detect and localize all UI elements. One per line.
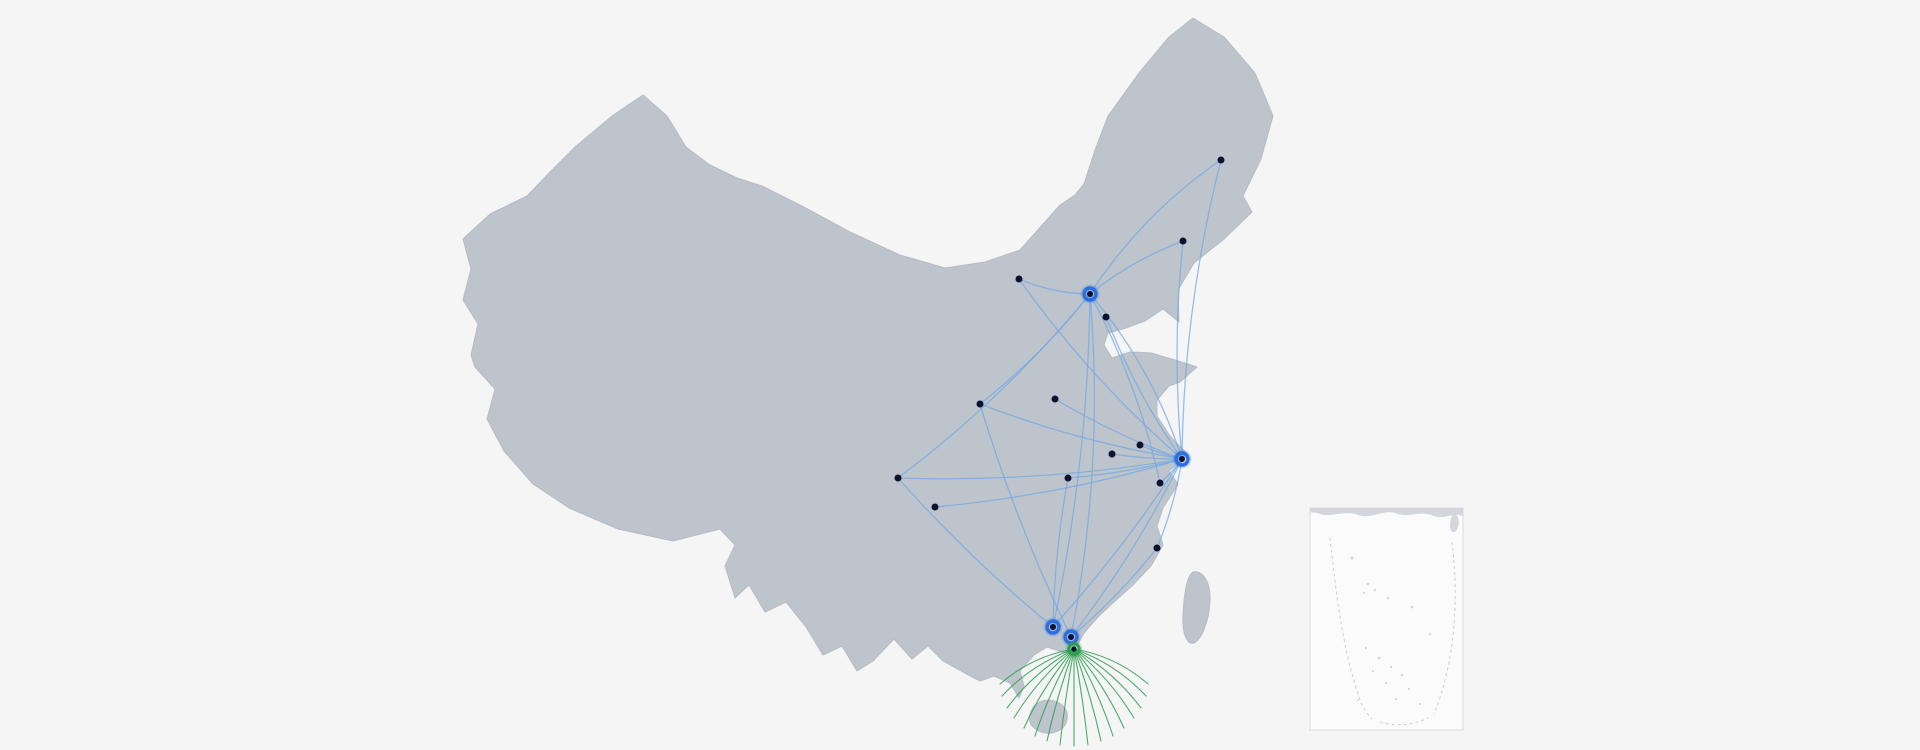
green-route-hongkong-1	[999, 648, 1075, 685]
inset-island-17	[1418, 702, 1422, 706]
inset-coastline-shape	[1310, 508, 1463, 518]
city-node-nanjing[interactable]	[1136, 441, 1144, 449]
taiwan-island-shape	[1182, 571, 1211, 644]
city-node-fuzhou[interactable]	[1153, 544, 1161, 552]
green-route-hongkong-8	[1059, 648, 1075, 746]
green-route-hongkong-13	[1073, 648, 1125, 729]
blue-flight-routes-layer	[897, 159, 1222, 638]
inset-island-3	[1373, 588, 1377, 592]
inset-island-10	[1389, 665, 1393, 669]
flight-route-shanghai-hohhot	[1018, 278, 1183, 460]
green-route-hongkong-12	[1073, 648, 1114, 737]
inset-islands-group	[1329, 537, 1456, 726]
flight-route-shenzhen-fuzhou	[1070, 547, 1158, 638]
inset-island-4	[1362, 591, 1366, 595]
flight-route-beijing-shenzhen	[1070, 293, 1096, 638]
city-node-hangzhou[interactable]	[1156, 479, 1164, 487]
flight-route-shanghai-nanjing	[1139, 444, 1183, 460]
city-node-chengdu[interactable]	[894, 474, 902, 482]
flight-route-shanghai-xian	[979, 403, 1183, 460]
city-node-hefei[interactable]	[1108, 450, 1116, 458]
flight-route-beijing-guangzhou	[1052, 293, 1091, 628]
hub-node-guangzhou[interactable]	[1043, 617, 1063, 637]
inset-island-2	[1366, 582, 1370, 586]
city-nodes-layer	[894, 156, 1225, 658]
inset-island-7	[1428, 632, 1432, 636]
green-flight-routes-layer	[999, 648, 1149, 747]
green-route-hongkong-6	[1034, 648, 1075, 737]
green-route-hongkong-17	[1073, 648, 1149, 685]
hub-node-shanghai[interactable]	[1172, 449, 1192, 469]
flight-route-shanghai-chongqing	[934, 458, 1183, 508]
flight-route-guangzhou-chengdu	[897, 477, 1054, 628]
inset-dashed-boundary-2	[1433, 541, 1456, 715]
south-china-sea-inset	[1309, 507, 1464, 731]
city-node-hohhot[interactable]	[1015, 275, 1023, 283]
flight-route-beijing-harbin	[1089, 159, 1222, 295]
inset-dashed-boundary-1	[1329, 537, 1373, 720]
city-node-tianjin[interactable]	[1102, 313, 1110, 321]
china-mainland-shape	[462, 17, 1274, 699]
city-node-harbin[interactable]	[1217, 156, 1225, 164]
inset-dashed-boundary-3	[1379, 717, 1429, 726]
inset-island-15	[1394, 697, 1398, 701]
flight-route-beijing-shenyang	[1089, 240, 1184, 295]
flight-route-shanghai-guangzhou	[1052, 458, 1183, 628]
green-route-hongkong-16	[1073, 648, 1147, 697]
inset-island-13	[1384, 681, 1388, 685]
inset-island-16	[1357, 699, 1359, 701]
inset-island-11	[1371, 669, 1375, 673]
green-route-hongkong-7	[1046, 648, 1075, 742]
inset-island-9	[1377, 656, 1381, 660]
inset-island-1	[1350, 556, 1354, 560]
inset-island-6	[1410, 605, 1414, 609]
landmass-layer	[462, 17, 1274, 734]
flight-route-shanghai-harbin	[1181, 159, 1222, 460]
inset-island-14	[1407, 687, 1411, 691]
hub-node-shenzhen[interactable]	[1061, 627, 1081, 647]
flight-route-shanghai-wuhan	[1067, 458, 1183, 479]
inset-frame	[1309, 507, 1464, 731]
flight-route-shanghai-tianjin	[1105, 316, 1183, 460]
hub-node-hongkong[interactable]	[1065, 640, 1083, 658]
green-route-hongkong-3	[1006, 648, 1075, 709]
hub-node-beijing[interactable]	[1080, 284, 1100, 304]
flight-route-shanghai-fuzhou	[1156, 458, 1183, 549]
inset-island-12	[1400, 673, 1404, 677]
flight-route-shanghai-shenzhen	[1070, 458, 1183, 638]
city-node-taiyuan[interactable]	[1051, 395, 1059, 403]
flight-route-beijing-shanghai	[1089, 293, 1183, 460]
city-node-wuhan[interactable]	[1064, 474, 1072, 482]
green-route-hongkong-5	[1023, 648, 1075, 729]
flight-route-shanghai-shenyang	[1176, 240, 1184, 460]
flight-route-shenzhen-xian	[979, 403, 1072, 638]
flight-route-guangzhou-wuhan	[1052, 477, 1069, 628]
green-route-hongkong-4	[1013, 648, 1075, 719]
green-route-hongkong-10	[1073, 648, 1089, 746]
green-route-hongkong-15	[1073, 648, 1142, 709]
city-node-shenyang[interactable]	[1179, 237, 1187, 245]
flight-route-shanghai-taiyuan	[1054, 398, 1183, 460]
city-node-xian[interactable]	[976, 400, 984, 408]
inset-island-5	[1386, 596, 1390, 600]
green-route-hongkong-2	[1001, 648, 1075, 697]
city-node-chongqing[interactable]	[931, 503, 939, 511]
inset-taiwan-shape	[1450, 514, 1459, 533]
green-route-hongkong-11	[1073, 648, 1102, 742]
green-route-hongkong-14	[1073, 648, 1135, 719]
flight-route-beijing-chengdu	[897, 293, 1091, 479]
flight-route-shanghai-chengdu	[897, 458, 1183, 480]
inset-island-8	[1364, 646, 1368, 650]
